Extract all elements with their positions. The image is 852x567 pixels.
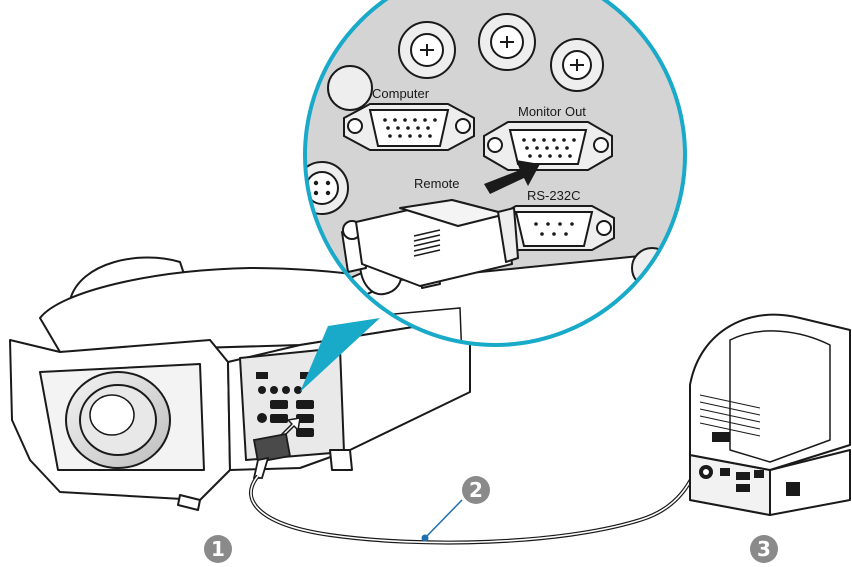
callout-2-number: 2 — [469, 478, 483, 502]
projector-cable-plug — [254, 434, 290, 478]
cable-leader-line — [425, 500, 462, 538]
callout-3-number: 3 — [757, 537, 771, 561]
callout-1: 1 — [204, 535, 232, 563]
callout-1-number: 1 — [211, 537, 225, 561]
crt-monitor — [690, 315, 850, 515]
callout-2: 2 — [462, 476, 490, 504]
cable-leader-dot — [422, 535, 429, 542]
zoom-detail: Computer Monitor Out Remote RS-232C — [296, 0, 700, 392]
label-computer: Computer — [372, 86, 430, 101]
label-monitor-out: Monitor Out — [518, 104, 586, 119]
label-rs232c: RS-232C — [527, 188, 580, 203]
monitor-out-port — [484, 122, 612, 170]
label-remote: Remote — [414, 176, 460, 191]
callout-3: 3 — [750, 535, 778, 563]
